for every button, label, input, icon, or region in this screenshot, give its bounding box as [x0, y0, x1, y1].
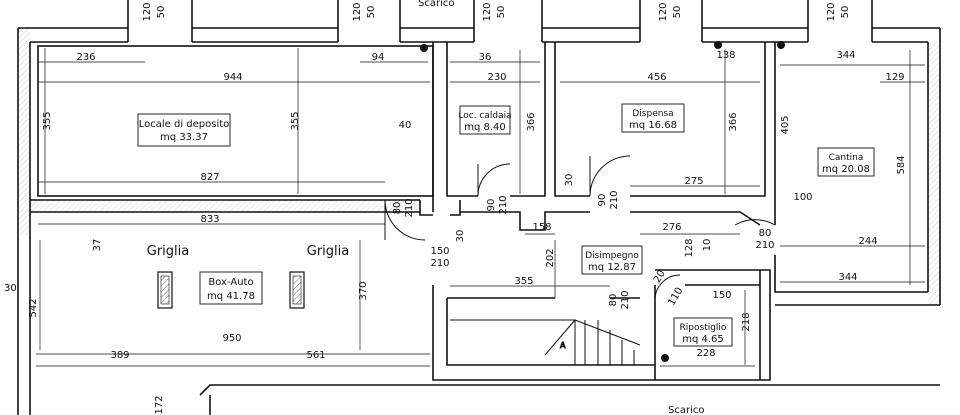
window-2-height: 50	[366, 6, 377, 19]
dim-584: 584	[896, 155, 907, 174]
dim-36: 36	[479, 52, 492, 63]
grate-left-label: Griglia	[147, 244, 189, 259]
room-disimpegno-name: Disimpegno	[585, 251, 639, 261]
dim-230: 230	[487, 72, 506, 83]
window-labels: 120 50 120 50 120 50 120 50 120 50 Scari…	[142, 0, 851, 415]
dim-344-bottom: 344	[838, 272, 857, 283]
window-1-height: 50	[156, 6, 167, 19]
dimension-values: 236 94 36 138 344 944 230 456 129 355 35…	[4, 50, 907, 415]
dim-833: 833	[200, 214, 219, 225]
dim-389: 389	[110, 350, 129, 361]
dim-210-e: 210	[430, 258, 449, 269]
dim-244: 244	[858, 236, 877, 247]
dim-210-d: 210	[755, 240, 774, 251]
dim-344-top: 344	[836, 50, 855, 61]
dim-276: 276	[662, 222, 681, 233]
room-box-area: mq 41.78	[207, 291, 255, 302]
dim-950: 950	[222, 333, 241, 344]
dim-210-c: 210	[609, 190, 620, 209]
scarico-bottom: Scarico	[668, 405, 704, 415]
dim-456: 456	[647, 72, 666, 83]
room-deposito-name: Locale di deposito	[139, 119, 230, 130]
scarico-top: Scarico	[418, 0, 454, 9]
dim-10: 10	[702, 239, 713, 252]
dim-355-box: 355	[514, 276, 533, 287]
dim-20: 20	[652, 268, 668, 285]
room-caldaia-name: Loc. caldaia	[458, 111, 511, 121]
dim-561: 561	[306, 350, 325, 361]
room-cantina-area: mq 20.08	[822, 164, 870, 175]
window-4-width: 120	[658, 2, 669, 21]
dim-37: 37	[92, 239, 103, 252]
room-labels: Locale di deposito mq 33.37 Loc. caldaia…	[137, 103, 875, 347]
dim-80-a: 80	[392, 202, 403, 215]
window-4-height: 50	[672, 6, 683, 19]
dim-150-b: 150	[712, 290, 731, 301]
dim-80-c: 80	[608, 294, 619, 307]
dim-138: 138	[716, 50, 735, 61]
room-dispensa-name: Dispensa	[632, 109, 673, 119]
dim-210-b: 210	[498, 195, 509, 214]
room-dispensa-area: mq 16.68	[629, 120, 677, 131]
dim-202: 202	[545, 248, 556, 267]
dim-542: 542	[28, 298, 39, 317]
dim-355-left: 355	[42, 111, 53, 130]
wall-hatching	[18, 28, 940, 305]
dim-80-b: 80	[759, 228, 772, 239]
dim-172: 172	[154, 395, 165, 414]
room-box-name: Box-Auto	[208, 277, 253, 288]
dimension-lines	[36, 48, 925, 367]
dim-90-b: 90	[597, 194, 608, 207]
window-5-width: 120	[826, 2, 837, 21]
dim-236: 236	[76, 52, 95, 63]
dim-228: 228	[696, 348, 715, 359]
dim-370: 370	[358, 281, 369, 300]
dim-405: 405	[780, 115, 791, 134]
grates	[157, 271, 305, 309]
room-ripostiglio-name: Ripostiglio	[680, 323, 727, 333]
room-deposito-area: mq 33.37	[160, 132, 208, 143]
room-caldaia-area: mq 8.40	[464, 122, 506, 133]
grate-right-label: Griglia	[307, 244, 349, 259]
window-5-height: 50	[840, 6, 851, 19]
dim-128: 128	[684, 238, 695, 257]
window-3-height: 50	[496, 6, 507, 19]
dim-827: 827	[200, 172, 219, 183]
dim-150-a: 150	[430, 246, 449, 257]
dim-30-b: 30	[455, 230, 466, 243]
window-2-width: 120	[352, 2, 363, 21]
room-cantina-name: Cantina	[829, 153, 864, 163]
dim-275: 275	[684, 176, 703, 187]
dim-30-edge: 30	[4, 283, 17, 294]
dim-90-a: 90	[486, 199, 497, 212]
dim-218: 218	[741, 312, 752, 331]
window-3-width: 120	[482, 2, 493, 21]
room-ripostiglio-area: mq 4.65	[682, 334, 724, 345]
dim-355-mid: 355	[290, 111, 301, 130]
dim-366-caldaia: 366	[526, 112, 537, 131]
dim-210-a: 210	[404, 198, 415, 217]
dim-129: 129	[885, 72, 904, 83]
dim-94: 94	[372, 52, 385, 63]
window-1-width: 120	[142, 2, 153, 21]
drain-dots	[420, 41, 785, 362]
dim-366-dispensa: 366	[728, 112, 739, 131]
dim-30-a: 30	[564, 174, 575, 187]
dim-110: 110	[666, 286, 685, 308]
dim-100: 100	[793, 192, 812, 203]
svg-text:A: A	[560, 341, 566, 350]
dim-40: 40	[399, 120, 412, 131]
dim-944: 944	[223, 72, 242, 83]
doors	[384, 155, 776, 301]
dim-210-f: 210	[620, 290, 631, 309]
room-disimpegno-area: mq 12.87	[588, 262, 636, 273]
staircase: A	[450, 319, 641, 365]
dim-158: 158	[532, 222, 551, 233]
